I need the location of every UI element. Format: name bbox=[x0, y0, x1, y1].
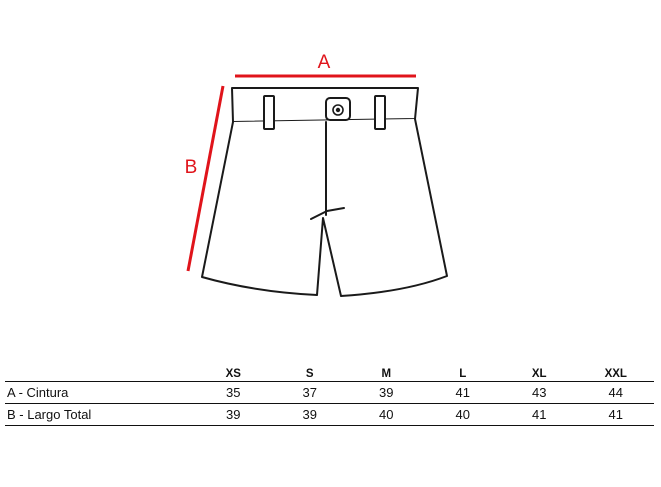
size-header: M bbox=[348, 363, 425, 382]
table-cell: 39 bbox=[271, 403, 348, 426]
table-row: B - Largo Total 39 39 40 40 41 41 bbox=[5, 403, 654, 426]
row-label-length: B - Largo Total bbox=[5, 403, 195, 426]
table-cell: 35 bbox=[195, 381, 272, 404]
table-cell: 39 bbox=[348, 381, 425, 404]
table-cell: 41 bbox=[501, 403, 578, 426]
table-cell: 39 bbox=[195, 403, 272, 426]
size-header: XL bbox=[501, 363, 578, 382]
dimension-a-label: A bbox=[318, 52, 331, 73]
table-cell: 37 bbox=[271, 381, 348, 404]
dimension-b-line bbox=[186, 85, 225, 272]
size-header-row: XS S M L XL XXL bbox=[5, 363, 654, 382]
table-cell: 40 bbox=[348, 403, 425, 426]
table-cell: 40 bbox=[424, 403, 501, 426]
shorts-diagram: A B bbox=[185, 52, 448, 297]
shorts-outline bbox=[201, 87, 448, 297]
size-header: XXL bbox=[577, 363, 654, 382]
table-row: A - Cintura 35 37 39 41 43 44 bbox=[5, 381, 654, 404]
table-cell: 41 bbox=[577, 403, 654, 426]
size-header: XS bbox=[195, 363, 272, 382]
size-table: XS S M L XL XXL A - Cintura 35 37 39 41 … bbox=[5, 363, 654, 426]
table-cell: 41 bbox=[424, 381, 501, 404]
table-cell: 43 bbox=[501, 381, 578, 404]
size-header-blank bbox=[5, 363, 195, 382]
table-cell: 44 bbox=[577, 381, 654, 404]
row-label-waist: A - Cintura bbox=[5, 381, 195, 404]
dimension-b-label: B bbox=[185, 157, 198, 178]
size-header: S bbox=[271, 363, 348, 382]
size-header: L bbox=[424, 363, 501, 382]
